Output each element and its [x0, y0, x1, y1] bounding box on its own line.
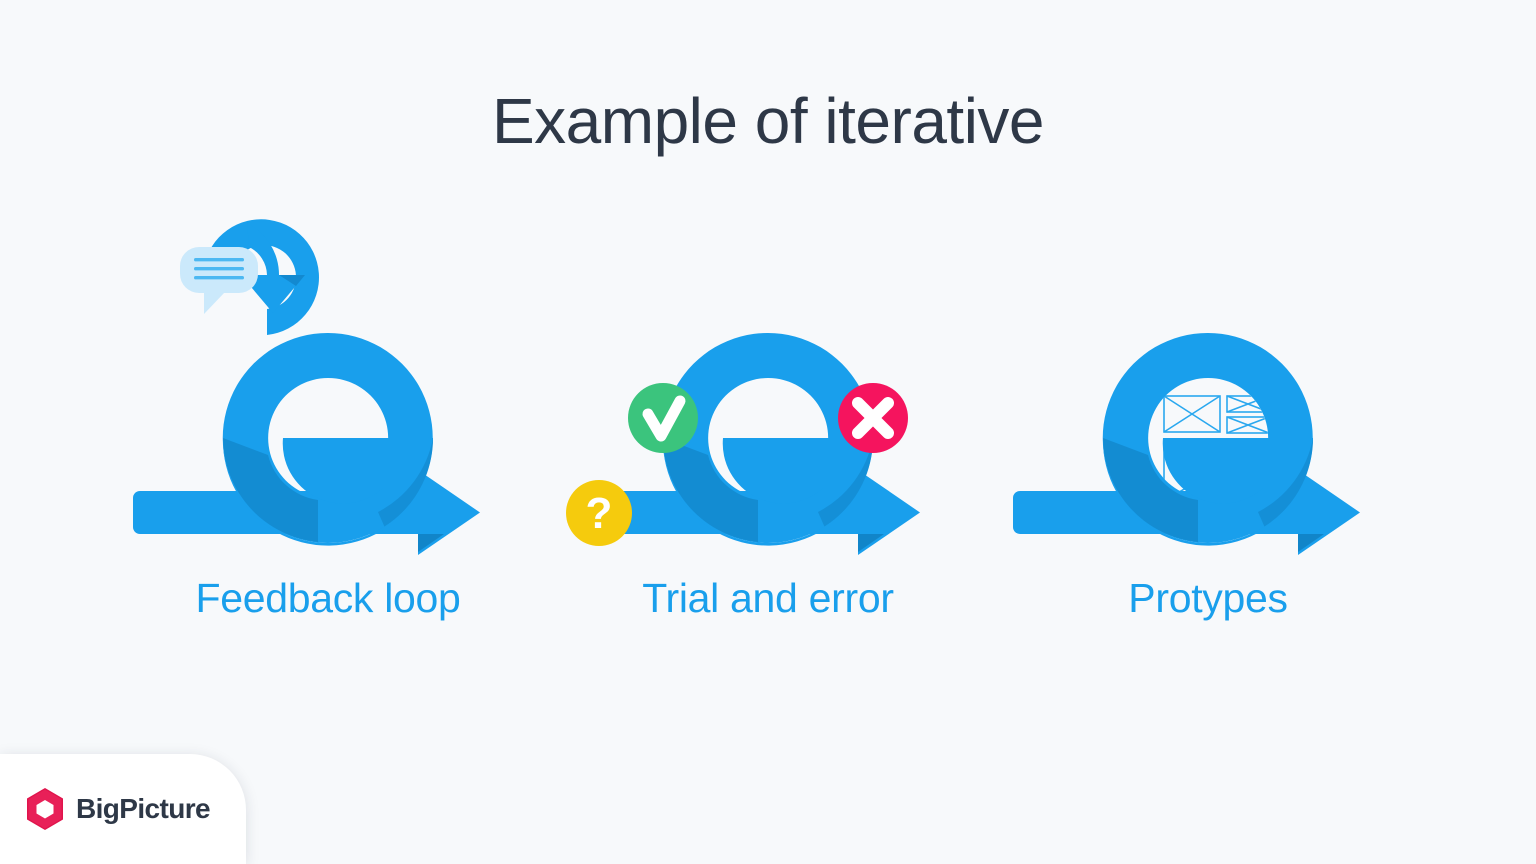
arrow-head — [418, 470, 480, 555]
cross-icon — [852, 397, 894, 439]
feedback-arrowhead-shade — [279, 275, 305, 286]
check-icon — [642, 395, 686, 442]
wireframe-box-top-left — [1163, 395, 1221, 433]
arrow-head — [1298, 470, 1360, 555]
brand-name: BigPicture — [76, 793, 211, 824]
arrow-head-notch — [1298, 534, 1324, 552]
sprint-loop-with-wireframe-icon — [1008, 200, 1408, 560]
loop-ribbon — [1102, 438, 1313, 546]
page-title: Example of iterative — [491, 85, 1045, 157]
loop-shadow-left — [663, 438, 758, 542]
diagram-prototypes[interactable]: Protypes — [988, 200, 1428, 619]
check-badge[interactable] — [628, 383, 698, 453]
arrow-head-notch — [418, 534, 444, 552]
diagram-feedback-loop[interactable]: Feedback loop — [108, 200, 548, 619]
brand-logo-card[interactable]: BigPicture — [0, 754, 246, 864]
cross-badge[interactable] — [838, 383, 908, 453]
question-mark-icon: ? — [586, 489, 613, 538]
wireframe-box-top-right-2 — [1226, 416, 1268, 434]
feedback-loop-arrowhead — [241, 223, 305, 313]
question-badge[interactable]: ? — [566, 480, 632, 546]
sprint-loop-with-feedback-bubble-icon — [128, 200, 528, 560]
arrow-head — [858, 470, 920, 555]
sprint-loop-with-status-badges-icon: ? — [566, 200, 968, 560]
diagram-label-trial-and-error: Trial and error — [642, 575, 894, 621]
diagram-label-feedback-loop: Feedback loop — [195, 575, 461, 621]
loop-shadow-left — [1103, 438, 1198, 542]
diagram-label-prototypes: Protypes — [1128, 575, 1288, 621]
loop-ribbon — [662, 438, 873, 546]
loop-shadow-left — [223, 438, 318, 542]
speech-bubble-icon — [180, 247, 258, 314]
arrow-head-notch — [858, 534, 884, 552]
loop-ribbon — [222, 438, 433, 546]
diagram-row: Feedback loop — [0, 200, 1536, 680]
hexagon-logo-icon — [27, 788, 63, 830]
diagram-trial-and-error[interactable]: ? Trial and error — [548, 200, 988, 619]
